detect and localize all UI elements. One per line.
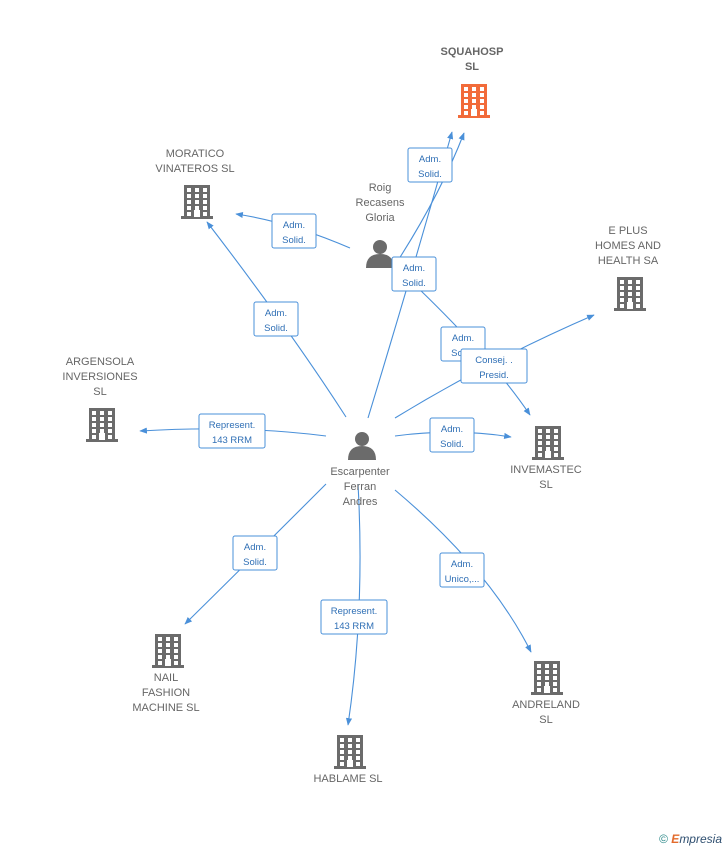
edge-label-esc-invemastec[interactable]: Adm. Solid.: [429, 417, 475, 453]
node-label-roig: Recasens: [356, 197, 405, 209]
edge-label-text: Adm.: [244, 542, 266, 553]
edge-label-text: Solid.: [402, 278, 426, 289]
building-icon: [181, 185, 213, 219]
node-label-eplus: HOMES AND: [595, 240, 661, 252]
node-label-nail: NAIL: [154, 672, 178, 684]
edge-label-esc-squahosp[interactable]: Adm. Solid.: [391, 256, 437, 292]
edge-label-text: Adm.: [451, 559, 473, 570]
node-label-hablame: HABLAME SL: [313, 773, 382, 785]
edge-label-text: Presid.: [479, 370, 509, 381]
edge-label-text: Adm.: [452, 333, 474, 344]
empresia-watermark[interactable]: © Empresia: [659, 832, 722, 846]
node-label-moratico: VINATEROS SL: [155, 163, 234, 175]
edge-label-text: Consej. .: [475, 355, 513, 366]
node-label-escarpenter: Escarpenter: [330, 466, 390, 478]
brand-initial: E: [671, 832, 680, 846]
edge-label-esc-eplus[interactable]: Consej. . Presid.: [460, 348, 528, 384]
node-eplus[interactable]: E PLUS HOMES AND HEALTH SA: [595, 225, 661, 311]
node-label-invemastec: SL: [539, 479, 552, 491]
node-nail[interactable]: NAIL FASHION MACHINE SL: [132, 634, 200, 714]
edge-label-text: 143 RRM: [212, 435, 252, 446]
person-icon: [348, 432, 376, 460]
edge-label-text: Adm.: [265, 308, 287, 319]
edge-label-text: Represent.: [209, 420, 255, 431]
building-icon: [532, 426, 564, 460]
node-andreland[interactable]: ANDRELAND SL: [512, 661, 580, 726]
edge-label-text: Represent.: [331, 606, 377, 617]
edge-label-esc-argensola[interactable]: Represent. 143 RRM: [198, 413, 266, 449]
edge-label-text: Solid.: [440, 439, 464, 450]
node-label-andreland: SL: [539, 714, 552, 726]
node-label-roig: Roig: [369, 182, 392, 194]
node-label-roig: Gloria: [365, 212, 395, 224]
node-label-argensola: INVERSIONES: [62, 371, 137, 383]
edge-label-roig-squahosp[interactable]: Adm. Solid.: [407, 147, 453, 183]
edge-label-text: Unico,...: [445, 574, 480, 585]
building-icon: [334, 735, 366, 769]
node-label-eplus: HEALTH SA: [598, 255, 659, 267]
edge-label-text: Adm.: [283, 220, 305, 231]
building-icon: [152, 634, 184, 668]
node-label-nail: MACHINE SL: [132, 702, 199, 714]
copyright-icon: ©: [659, 832, 668, 846]
edge-label-text: Solid.: [282, 235, 306, 246]
building-icon: [86, 408, 118, 442]
edge-label-text: Solid.: [243, 557, 267, 568]
node-squahosp[interactable]: SQUAHOSP SL: [441, 46, 504, 118]
node-invemastec[interactable]: INVEMASTEC SL: [510, 426, 582, 491]
edge-label-esc-moratico[interactable]: Adm. Solid.: [253, 301, 299, 337]
building-icon: [614, 277, 646, 311]
node-label-argensola: ARGENSOLA: [66, 356, 135, 368]
building-icon-highlight: [458, 84, 490, 118]
node-label-andreland: ANDRELAND: [512, 699, 580, 711]
edge-label-roig-moratico[interactable]: Adm. Solid.: [271, 213, 317, 249]
edge-label-text: Adm.: [441, 424, 463, 435]
edge-label-text: 143 RRM: [334, 621, 374, 632]
edge-label-text: Adm.: [403, 263, 425, 274]
node-label-invemastec: INVEMASTEC: [510, 464, 582, 476]
node-label-moratico: MORATICO: [166, 148, 225, 160]
node-label-eplus: E PLUS: [608, 225, 647, 237]
person-icon: [366, 240, 394, 268]
node-label-squahosp: SL: [465, 61, 479, 73]
node-label-escarpenter: Andres: [343, 496, 378, 508]
edge-label-text: Solid.: [418, 169, 442, 180]
node-label-nail: FASHION: [142, 687, 190, 699]
edge-label-esc-hablame[interactable]: Represent. 143 RRM: [320, 599, 388, 635]
node-hablame[interactable]: HABLAME SL: [313, 735, 383, 785]
node-label-argensola: SL: [93, 386, 106, 398]
edge-roig-squahosp: [396, 132, 465, 263]
building-icon: [531, 661, 563, 695]
edge-label-text: Adm.: [419, 154, 441, 165]
node-label-squahosp: SQUAHOSP: [441, 46, 504, 58]
node-moratico[interactable]: MORATICO VINATEROS SL: [155, 148, 235, 219]
node-argensola[interactable]: ARGENSOLA INVERSIONES SL: [62, 356, 138, 442]
node-label-escarpenter: Ferran: [344, 481, 376, 493]
edge-label-text: Solid.: [264, 323, 288, 334]
brand-name: mpresia: [679, 832, 722, 846]
edge-label-esc-andreland[interactable]: Adm. Unico,...: [439, 552, 485, 588]
edge-label-esc-nail[interactable]: Adm. Solid.: [232, 535, 278, 571]
